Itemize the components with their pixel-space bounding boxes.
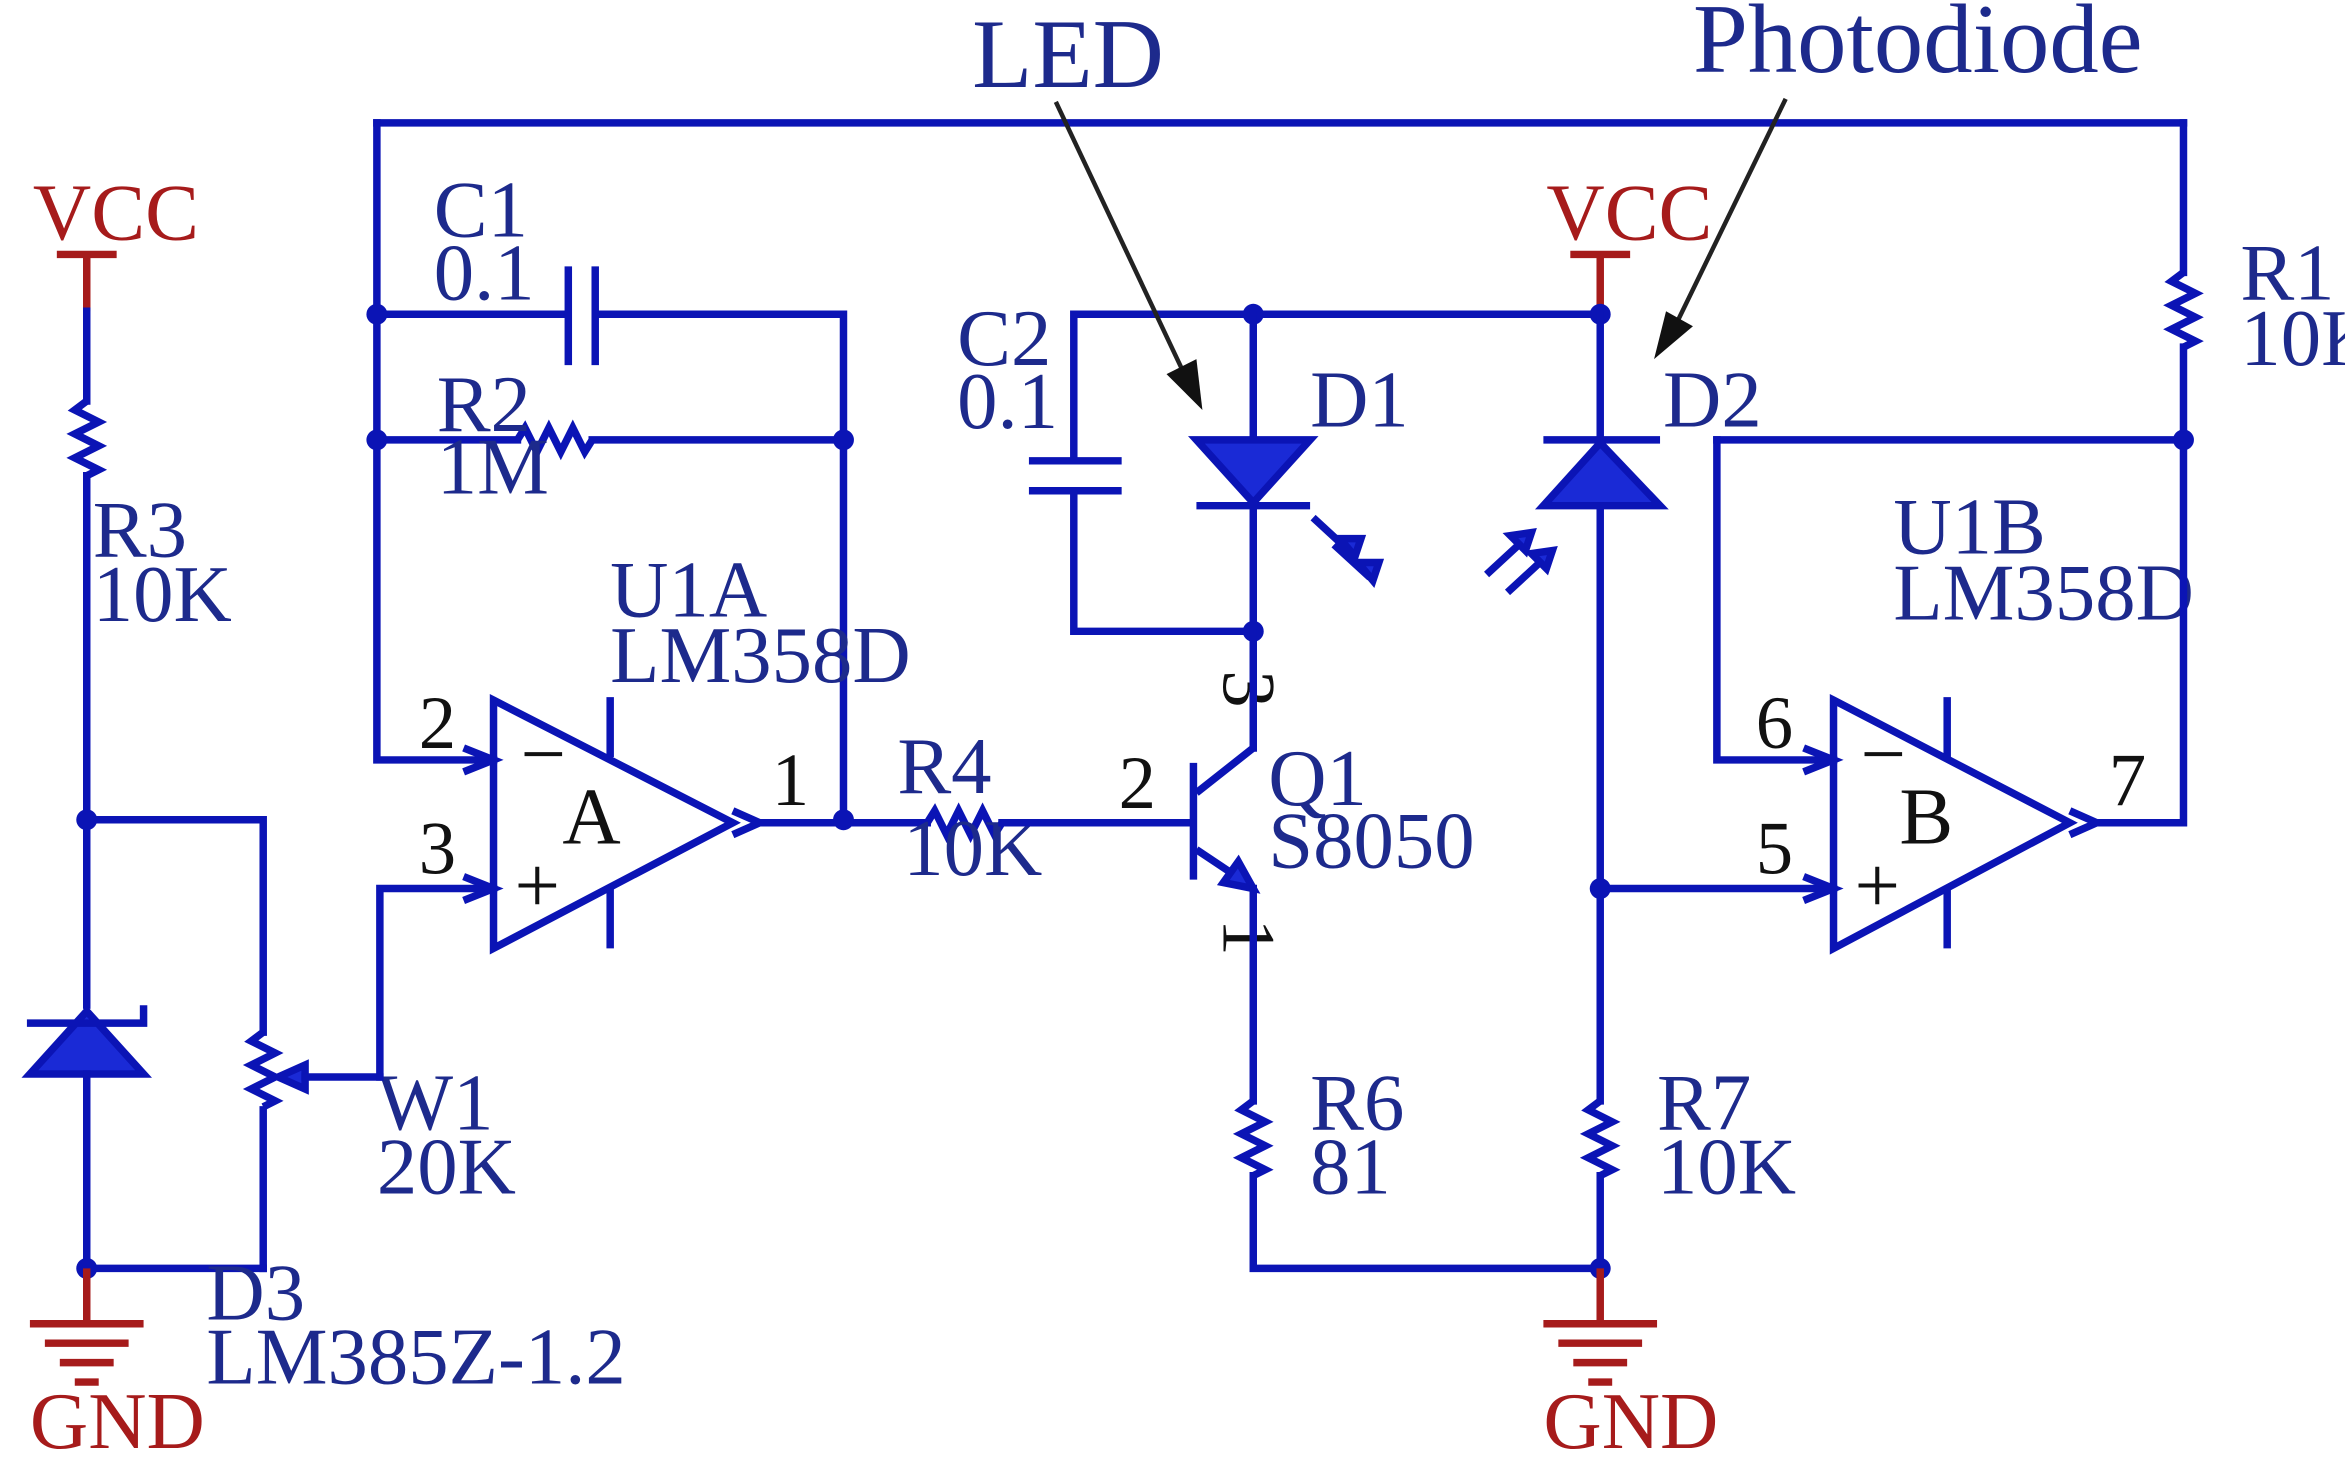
photodiode-callout: Photodiode (1654, 0, 2143, 360)
gnd-label-left: GND (30, 1377, 205, 1466)
d3-ref: D3 (206, 1248, 305, 1337)
gnd-symbol-right: GND (1543, 1268, 1718, 1466)
u1a-value: LM358D (610, 611, 911, 700)
gnd-symbol-left: GND (29, 1268, 205, 1466)
u1a-minus-sign: − (520, 710, 566, 799)
r1-ref: R1 (2240, 228, 2334, 317)
photodiode-callout-label: Photodiode (1693, 0, 2143, 94)
d3-value: LM385Z-1.2 (206, 1313, 625, 1402)
resistor-r2 (514, 419, 596, 461)
resistor-r7 (1579, 1097, 1621, 1180)
resistor-r6 (1232, 1097, 1274, 1180)
r3-value: 10K (93, 550, 232, 639)
u1b-block-label: B (1899, 773, 1953, 862)
q1-value: S8050 (1268, 797, 1474, 886)
w1-ref: W1 (377, 1058, 494, 1147)
u1b-minus-sign: − (1860, 710, 1906, 799)
w1-top-wire (83, 816, 267, 1036)
photodiode-callout-arrowhead (1654, 311, 1693, 360)
r7-ref: R7 (1657, 1058, 1751, 1147)
top-bus-wire (373, 119, 2188, 318)
c1-wires (373, 310, 848, 824)
u1b-output-wire (2093, 436, 2188, 827)
u1b-plus-sign: + (1854, 841, 1900, 930)
r7-value: 10K (1657, 1123, 1796, 1212)
r6-value: 81 (1310, 1123, 1391, 1212)
r1-value: 10K (2240, 294, 2345, 383)
r2-value: 1M (437, 423, 549, 512)
u1a-pin-1: 1 (772, 739, 809, 822)
u1a-block-label: A (562, 773, 620, 862)
u1b-pin-6: 6 (1756, 682, 1793, 765)
c2-value: 0.1 (957, 357, 1058, 446)
r6-gnd-wire (1249, 1171, 1604, 1273)
vcc-symbol-left: VCC (33, 168, 199, 312)
photodiode-d2 (1484, 436, 1669, 596)
resistor-r1 (2163, 269, 2204, 351)
opamp-u1a (462, 693, 769, 955)
vcc-symbol-right: VCC (1546, 168, 1712, 312)
u1b-pin-7: 7 (2109, 739, 2146, 822)
junction (366, 429, 388, 451)
q1-pin-1: 1 (1206, 918, 1289, 955)
u1a-inverting-wire (373, 310, 498, 764)
capacitor-c1 (564, 266, 599, 366)
r3-ref: R3 (93, 486, 187, 575)
junction (2173, 429, 2194, 451)
r2-ref: R2 (437, 360, 531, 449)
junction (833, 809, 854, 831)
u1b-ref: U1B (1893, 483, 2046, 572)
w1-value: 20K (377, 1123, 516, 1212)
u1b-inverting-wire (1713, 436, 1838, 764)
u1b-value: LM358D (1893, 548, 2194, 637)
led-callout-arrowhead (1166, 359, 1203, 410)
c2-ref: C2 (957, 294, 1051, 383)
u1a-ref: U1A (610, 545, 767, 634)
resistor-r3 (66, 398, 108, 480)
potentiometer-w1 (242, 1029, 384, 1111)
q1-ref: Q1 (1268, 734, 1367, 823)
c1-value: 0.1 (434, 228, 535, 317)
r4-value: 10K (903, 804, 1042, 893)
u1b-pin-5: 5 (1756, 808, 1793, 891)
u1a-pin-2: 2 (419, 682, 456, 765)
c1-ref: C1 (434, 165, 528, 254)
led-callout: LED (972, 0, 1203, 410)
r4-ref: R4 (897, 722, 991, 811)
d1-ref: D1 (1310, 355, 1409, 444)
junction (366, 303, 388, 325)
d2-ref: D2 (1663, 355, 1762, 444)
u1a-noninverting-wire (376, 884, 498, 1081)
u1a-pin-3: 3 (419, 808, 456, 891)
c2-wires (1070, 310, 1257, 636)
r6-ref: R6 (1310, 1058, 1404, 1147)
junction (833, 429, 854, 451)
q1-pin-3: 3 (1206, 670, 1289, 707)
junction (76, 809, 98, 831)
opamp-u1b (1802, 693, 2106, 955)
capacitor-c2 (1028, 457, 1122, 495)
led-callout-label: LED (972, 0, 1164, 109)
vcc-label-right: VCC (1546, 168, 1712, 257)
gnd-label-right: GND (1543, 1377, 1718, 1466)
resistor-r4 (924, 802, 1006, 844)
u1a-plus-sign: + (514, 841, 560, 930)
zener-diode-d3 (21, 1005, 152, 1078)
led-d1 (1188, 436, 1385, 589)
q1-pin-2: 2 (1119, 742, 1156, 825)
vcc-label-left: VCC (33, 168, 199, 257)
junction (1589, 878, 1611, 900)
